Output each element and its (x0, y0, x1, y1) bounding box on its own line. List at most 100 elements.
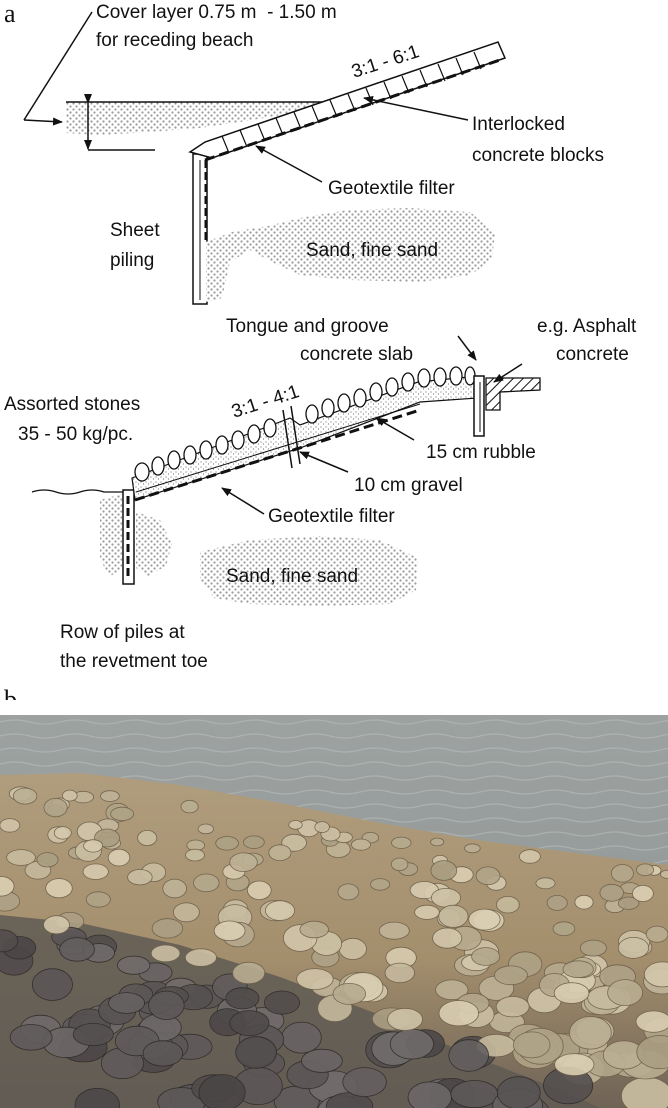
stone (554, 1053, 595, 1077)
label-asphalt-line1: e.g. Asphalt (537, 316, 637, 337)
stone (438, 1000, 479, 1027)
stone (314, 821, 330, 833)
stone (6, 849, 36, 866)
stone (225, 987, 260, 1010)
stone (552, 921, 576, 937)
stone (9, 1024, 53, 1051)
stone (599, 883, 624, 902)
stone (610, 864, 634, 883)
stone (617, 896, 640, 910)
label-sheet-line1: Sheet (110, 220, 160, 241)
stone (108, 992, 145, 1014)
stone (198, 1074, 246, 1108)
stone (338, 937, 367, 960)
stone (162, 878, 188, 899)
stone (370, 878, 391, 891)
stone (513, 1031, 551, 1059)
stone (495, 996, 530, 1018)
stone (301, 1048, 343, 1073)
stone (0, 929, 19, 953)
stone (229, 852, 258, 872)
water-line (31, 489, 124, 495)
stone (137, 830, 158, 847)
stone (430, 888, 461, 908)
stone (12, 787, 38, 805)
stone (184, 948, 217, 967)
stone (553, 982, 590, 1004)
stone (635, 1010, 668, 1033)
label-sheet-line2: piling (110, 250, 154, 271)
stone (384, 962, 416, 984)
panel-letter-b: b (4, 685, 17, 700)
stone (82, 863, 109, 880)
stone (148, 990, 185, 1020)
sand-zone-bottom (200, 536, 418, 606)
stone (127, 869, 153, 886)
label-tongue-groove-line2: concrete slab (300, 344, 413, 365)
stone (632, 884, 654, 902)
revetment-photo (0, 715, 668, 1108)
stone (197, 823, 214, 835)
stone (213, 920, 246, 942)
stone (288, 820, 303, 830)
stone (74, 1087, 120, 1108)
stone (72, 1022, 114, 1046)
stone (268, 844, 292, 862)
stone (579, 939, 607, 957)
sand-zone-top (206, 208, 495, 302)
stone (562, 960, 594, 979)
sheet-piling (192, 153, 208, 305)
concrete-slab-and-asphalt (473, 375, 541, 437)
label-row-piles-line2: the revetment toe (60, 651, 208, 672)
label-sand-bottom: Sand, fine sand (226, 566, 358, 587)
stone (243, 835, 265, 849)
stone (296, 968, 334, 991)
stone (246, 880, 272, 901)
label-geotextile-bottom: Geotextile filter (268, 506, 395, 527)
stone (172, 902, 200, 923)
stone (636, 1035, 668, 1070)
stone (264, 900, 295, 921)
stone (414, 904, 440, 920)
stone (645, 925, 668, 943)
pile-row (122, 489, 135, 585)
stone (299, 920, 329, 939)
label-cover-layer-line1: Cover layer 0.75 m - 1.50 m (96, 2, 337, 23)
stone (0, 818, 21, 833)
cover-layer-leader (23, 11, 93, 126)
stone (574, 894, 594, 910)
stone (0, 876, 15, 897)
stone (617, 936, 650, 959)
stone (496, 895, 520, 914)
stone (85, 891, 111, 908)
label-assorted-line2: 35 - 50 kg/pc. (18, 424, 133, 445)
stone (535, 877, 556, 890)
revetment-diagram: a (4, 0, 637, 700)
stone (430, 837, 445, 847)
stone (107, 848, 131, 867)
stone (643, 961, 668, 988)
label-row-piles-line1: Row of piles at (60, 622, 185, 643)
stone (185, 848, 205, 862)
stone (493, 965, 528, 986)
stone (43, 798, 68, 818)
stone (235, 1036, 277, 1069)
stone (391, 836, 412, 849)
stone (43, 915, 70, 935)
stone (496, 1076, 541, 1108)
stone (281, 1021, 322, 1054)
stone (569, 1016, 612, 1050)
label-gravel: 10 cm gravel (354, 475, 463, 496)
stone (229, 1010, 270, 1037)
label-slope-bottom: 3:1 - 4:1 (229, 381, 302, 423)
stone (430, 860, 458, 881)
stone (151, 918, 184, 939)
stone (432, 927, 463, 949)
stone (100, 790, 120, 802)
stone (263, 990, 300, 1015)
stone (142, 1040, 184, 1067)
interlocked-block-slope (188, 41, 507, 162)
panel-letter-a: a (4, 0, 16, 28)
label-assorted-line1: Assorted stones (4, 394, 140, 415)
leaders-bottom (221, 335, 523, 515)
